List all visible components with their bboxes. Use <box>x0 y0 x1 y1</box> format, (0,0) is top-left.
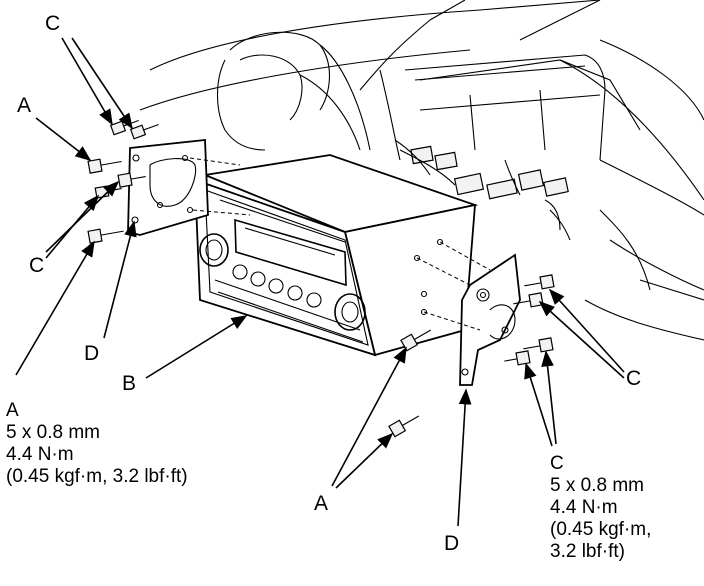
right-bracket <box>416 241 521 386</box>
audio-unit-body <box>194 154 479 357</box>
callout-d-bottom: D <box>444 532 460 555</box>
callout-b: B <box>122 372 137 395</box>
callout-c-top: C <box>45 12 61 35</box>
spec-a-block: A 5 x 0.8 mm 4.4 N·m (0.45 kgf·m, 3.2 lb… <box>6 400 188 488</box>
screws <box>87 119 555 438</box>
spec-c-letter: C <box>550 453 564 474</box>
spec-c-size: 5 x 0.8 mm <box>550 475 644 496</box>
callout-c-left: C <box>29 254 45 277</box>
callout-c-right: C <box>626 367 642 390</box>
spec-c-torque-alt-2: 3.2 lbf·ft) <box>550 541 625 562</box>
spec-c-torque-alt-1: (0.45 kgf·m, <box>550 519 652 540</box>
spec-a-torque-alt: (0.45 kgf·m, 3.2 lbf·ft) <box>6 466 188 487</box>
spec-c-block: C 5 x 0.8 mm 4.4 N·m (0.45 kgf·m, 3.2 lb… <box>550 453 651 563</box>
callout-a-left: A <box>17 94 32 117</box>
callout-d-left: D <box>84 342 100 365</box>
spec-a-letter: A <box>6 400 19 421</box>
left-bracket <box>127 139 251 236</box>
leader-lines <box>15 37 625 527</box>
dashboard-outline <box>139 0 704 341</box>
spec-a-torque: 4.4 N·m <box>6 444 74 465</box>
spec-a-size: 5 x 0.8 mm <box>6 422 100 443</box>
spec-c-torque: 4.4 N·m <box>550 497 618 518</box>
callout-a-bottom: A <box>314 492 329 515</box>
